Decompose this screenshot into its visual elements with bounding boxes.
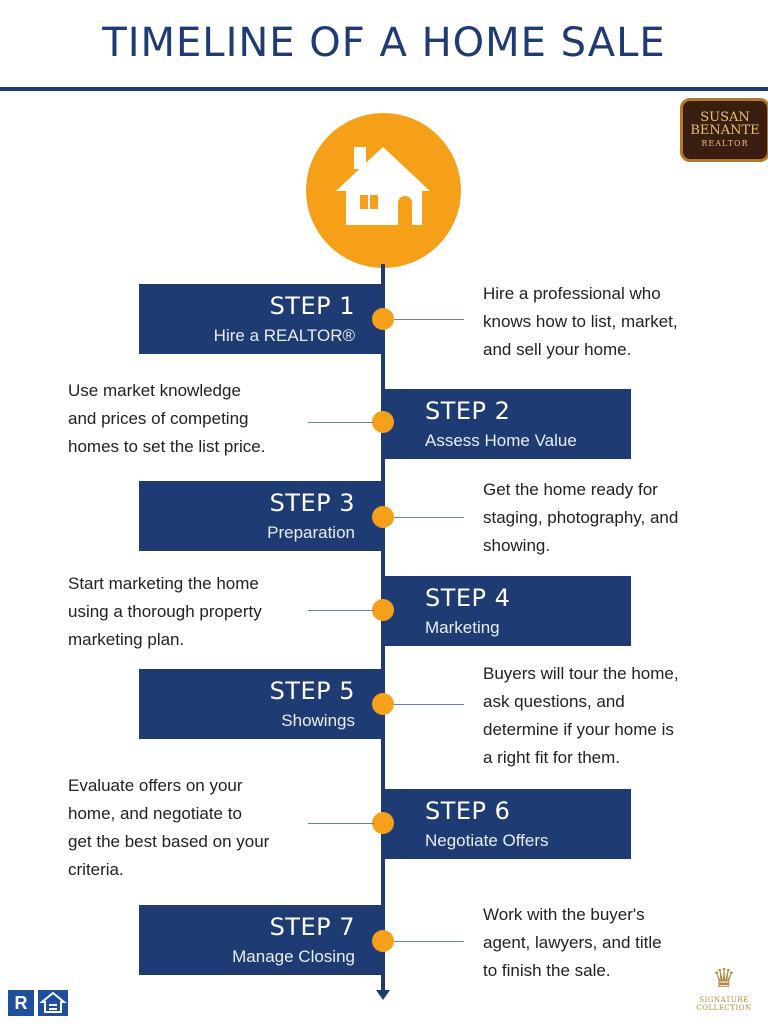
step-3-desc-line: showing. <box>483 536 551 555</box>
step-3-desc-line: staging, photography, and <box>483 508 679 527</box>
step-1-description: Hire a professional who knows how to lis… <box>483 280 723 364</box>
house-badge <box>306 113 461 268</box>
step-4-description: Start marketing the home using a thoroug… <box>68 570 308 654</box>
step-7-name: Manage Closing <box>232 947 355 966</box>
step-6-dot <box>372 812 394 834</box>
step-7-number: STEP 7 <box>269 913 355 941</box>
step-6-connector <box>308 823 374 824</box>
step-1-desc-line: knows how to list, market, <box>483 312 678 331</box>
step-5-description: Buyers will tour the home, ask questions… <box>483 660 723 772</box>
step-6-box: STEP 6 Negotiate Offers <box>383 789 631 859</box>
step-4-number: STEP 4 <box>425 584 511 612</box>
step-1-number: STEP 1 <box>269 292 355 320</box>
logo-line-2: BENANTE <box>690 122 760 138</box>
step-5-desc-line: a right fit for them. <box>483 748 620 767</box>
step-6-desc-line: home, and negotiate to <box>68 804 242 823</box>
step-3-name: Preparation <box>267 523 355 542</box>
step-7-connector <box>394 941 464 942</box>
step-7-dot <box>372 930 394 952</box>
step-7-desc-line: to finish the sale. <box>483 961 611 980</box>
step-4-desc-line: using a thorough property <box>68 602 262 621</box>
step-6-description: Evaluate offers on your home, and negoti… <box>68 772 308 884</box>
step-1-name: Hire a REALTOR® <box>213 326 355 345</box>
step-5-desc-line: determine if your home is <box>483 720 674 739</box>
step-4-desc-line: marketing plan. <box>68 630 185 649</box>
title-divider <box>0 87 768 91</box>
step-4-dot <box>372 599 394 621</box>
step-2-desc-line: Use market knowledge <box>68 381 241 400</box>
step-6-name: Negotiate Offers <box>425 831 549 850</box>
step-6-desc-line: Evaluate offers on your <box>68 776 243 795</box>
step-2-box: STEP 2 Assess Home Value <box>383 389 631 459</box>
logo-line-1: SUSAN <box>700 109 750 125</box>
step-4-desc-line: Start marketing the home <box>68 574 259 593</box>
step-1-dot <box>372 308 394 330</box>
timeline-arrow-icon <box>376 990 390 1000</box>
crest-icon: ♛ <box>712 964 736 994</box>
step-5-dot <box>372 693 394 715</box>
equal-housing-icon <box>38 990 68 1016</box>
realtor-r-logo: R <box>8 990 34 1016</box>
step-2-dot <box>372 411 394 433</box>
step-3-number: STEP 3 <box>269 489 355 517</box>
step-7-desc-line: Work with the buyer's <box>483 905 645 924</box>
signature-collection-text: SIGNATURE COLLECTION <box>696 996 752 1012</box>
step-6-desc-line: criteria. <box>68 860 124 879</box>
step-5-desc-line: ask questions, and <box>483 692 625 711</box>
step-5-box: STEP 5 Showings <box>139 669 385 739</box>
step-3-description: Get the home ready for staging, photogra… <box>483 476 723 560</box>
step-2-desc-line: and prices of competing <box>68 409 249 428</box>
step-4-box: STEP 4 Marketing <box>383 576 631 646</box>
step-2-number: STEP 2 <box>425 397 511 425</box>
step-2-desc-line: homes to set the list price. <box>68 437 266 456</box>
step-3-connector <box>394 517 464 518</box>
step-1-connector <box>394 319 464 320</box>
step-4-connector <box>308 610 374 611</box>
step-5-name: Showings <box>281 711 355 730</box>
logo-line-3: REALTOR <box>701 138 749 148</box>
step-2-description: Use market knowledge and prices of compe… <box>68 377 308 461</box>
step-3-box: STEP 3 Preparation <box>139 481 385 551</box>
signature-collection-logo: ♛ SIGNATURE COLLECTION <box>684 962 764 1020</box>
step-1-desc-line: and sell your home. <box>483 340 632 359</box>
step-7-desc-line: agent, lawyers, and title <box>483 933 662 952</box>
step-7-box: STEP 7 Manage Closing <box>139 905 385 975</box>
page-title: TIMELINE OF A HOME SALE <box>102 20 666 66</box>
step-2-connector <box>308 422 374 423</box>
step-5-connector <box>394 704 464 705</box>
step-1-box: STEP 1 Hire a REALTOR® <box>139 284 385 354</box>
susan-benante-logo: SUSAN BENANTE REALTOR <box>680 98 768 162</box>
step-6-number: STEP 6 <box>425 797 511 825</box>
step-3-dot <box>372 506 394 528</box>
step-2-name: Assess Home Value <box>425 431 577 450</box>
step-3-desc-line: Get the home ready for <box>483 480 658 499</box>
step-1-desc-line: Hire a professional who <box>483 284 661 303</box>
step-6-desc-line: get the best based on your <box>68 832 270 851</box>
step-5-desc-line: Buyers will tour the home, <box>483 664 679 683</box>
step-7-description: Work with the buyer's agent, lawyers, an… <box>483 901 723 985</box>
step-4-name: Marketing <box>425 618 500 637</box>
step-5-number: STEP 5 <box>269 677 355 705</box>
house-icon <box>336 147 430 225</box>
